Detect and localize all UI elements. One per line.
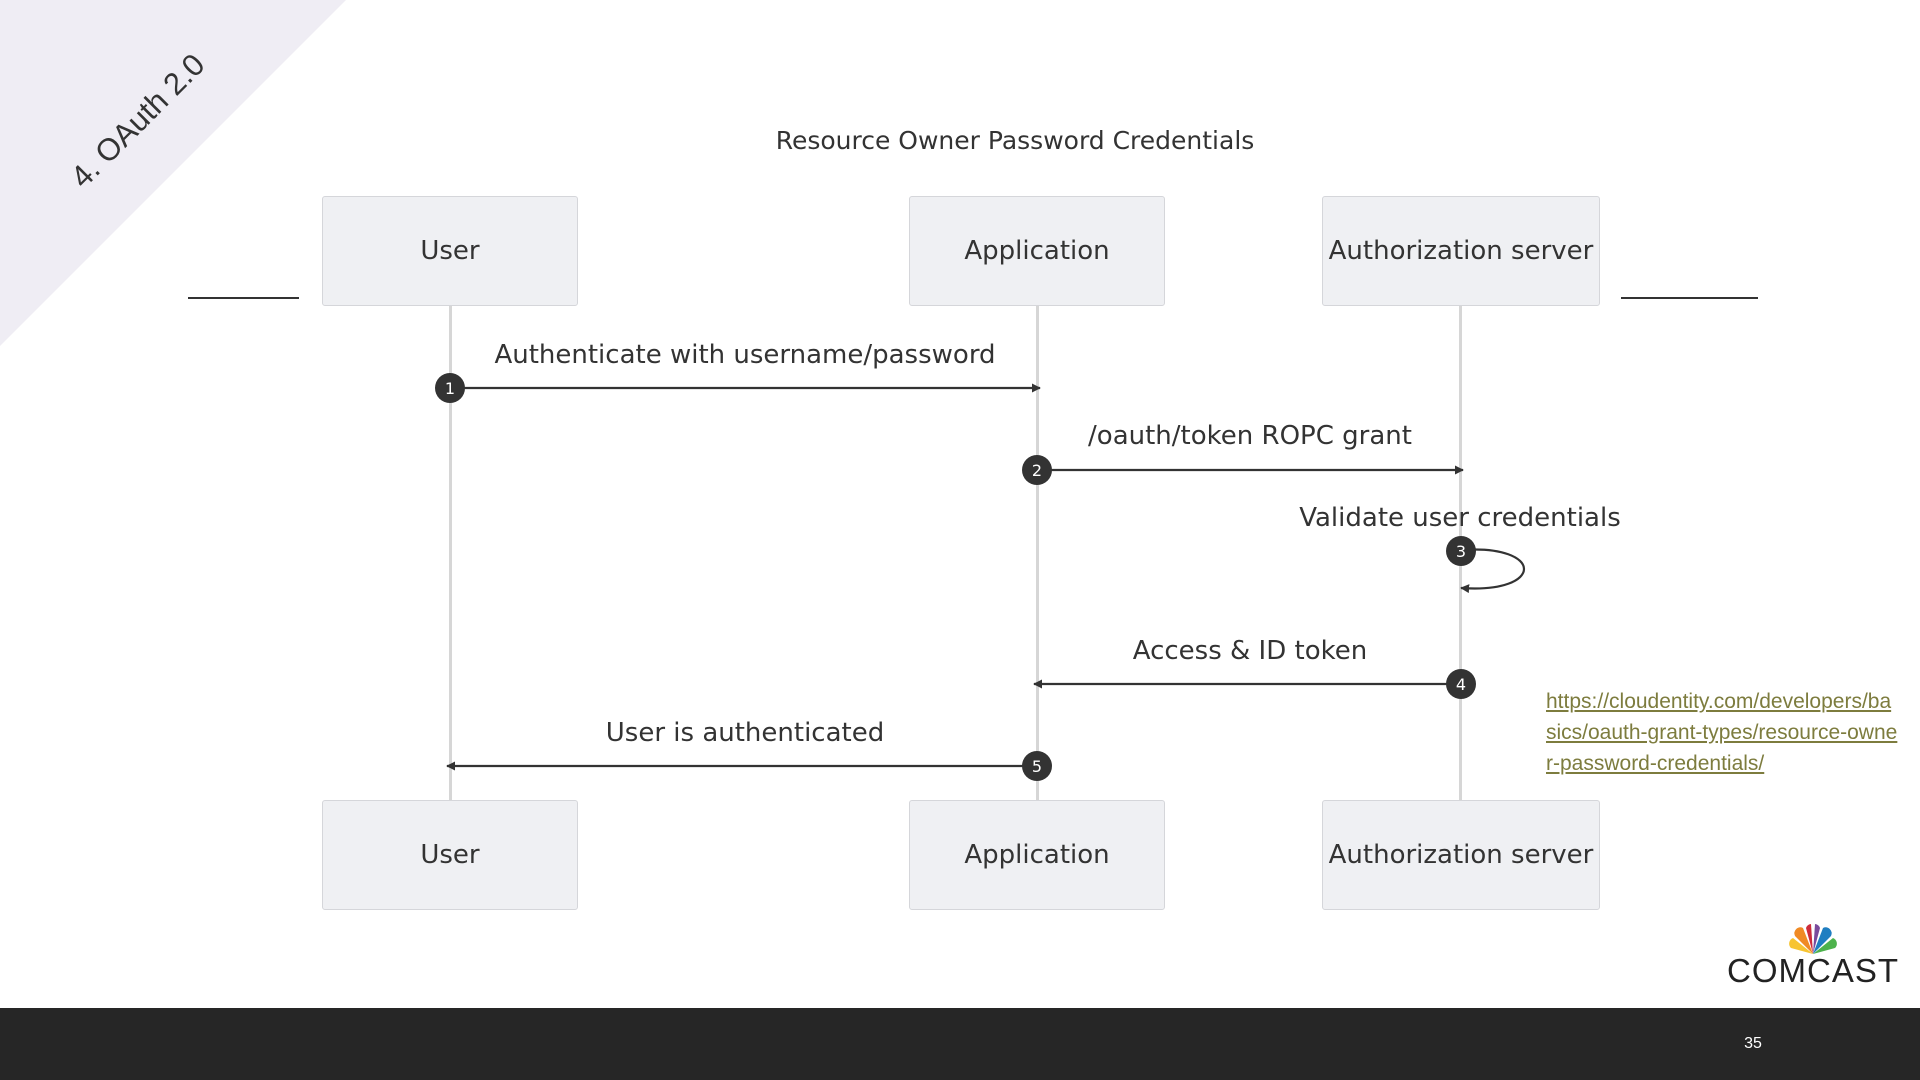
actor-application-bottom: Application xyxy=(909,800,1165,910)
message-label-1: Authenticate with username/password xyxy=(494,340,996,370)
right-edge-line xyxy=(1621,297,1758,299)
peacock-icon xyxy=(1789,924,1837,954)
message-label-3: Validate user credentials xyxy=(1299,503,1621,533)
actor-user-top: User xyxy=(322,196,578,306)
actor-authorization-server-top: Authorization server xyxy=(1322,196,1600,306)
message-label-4: Access & ID token xyxy=(1132,636,1368,666)
message-label-5: User is authenticated xyxy=(605,718,885,748)
step-badge-1: 1 xyxy=(435,373,465,403)
step-badge-3: 3 xyxy=(1446,536,1476,566)
lifeline-application xyxy=(1036,306,1039,800)
reference-link[interactable]: https://cloudentity.com/developers/basic… xyxy=(1546,690,1898,775)
message-label-2: /oauth/token ROPC grant xyxy=(1088,421,1412,451)
diagram-title: Resource Owner Password Credentials xyxy=(775,126,1255,155)
lifeline-user xyxy=(449,306,452,800)
brand-name: COMCAST xyxy=(1727,952,1899,989)
page-number: 35 xyxy=(1744,1035,1762,1052)
footer-bar xyxy=(0,1008,1920,1080)
step-badge-2: 2 xyxy=(1022,455,1052,485)
step-badge-5: 5 xyxy=(1022,751,1052,781)
step-badge-4: 4 xyxy=(1446,669,1476,699)
left-edge-line xyxy=(188,297,299,299)
actor-authorization-server-bottom: Authorization server xyxy=(1322,800,1600,910)
comcast-logo: COMCAST xyxy=(1724,920,1902,990)
actor-application-top: Application xyxy=(909,196,1165,306)
actor-user-bottom: User xyxy=(322,800,578,910)
